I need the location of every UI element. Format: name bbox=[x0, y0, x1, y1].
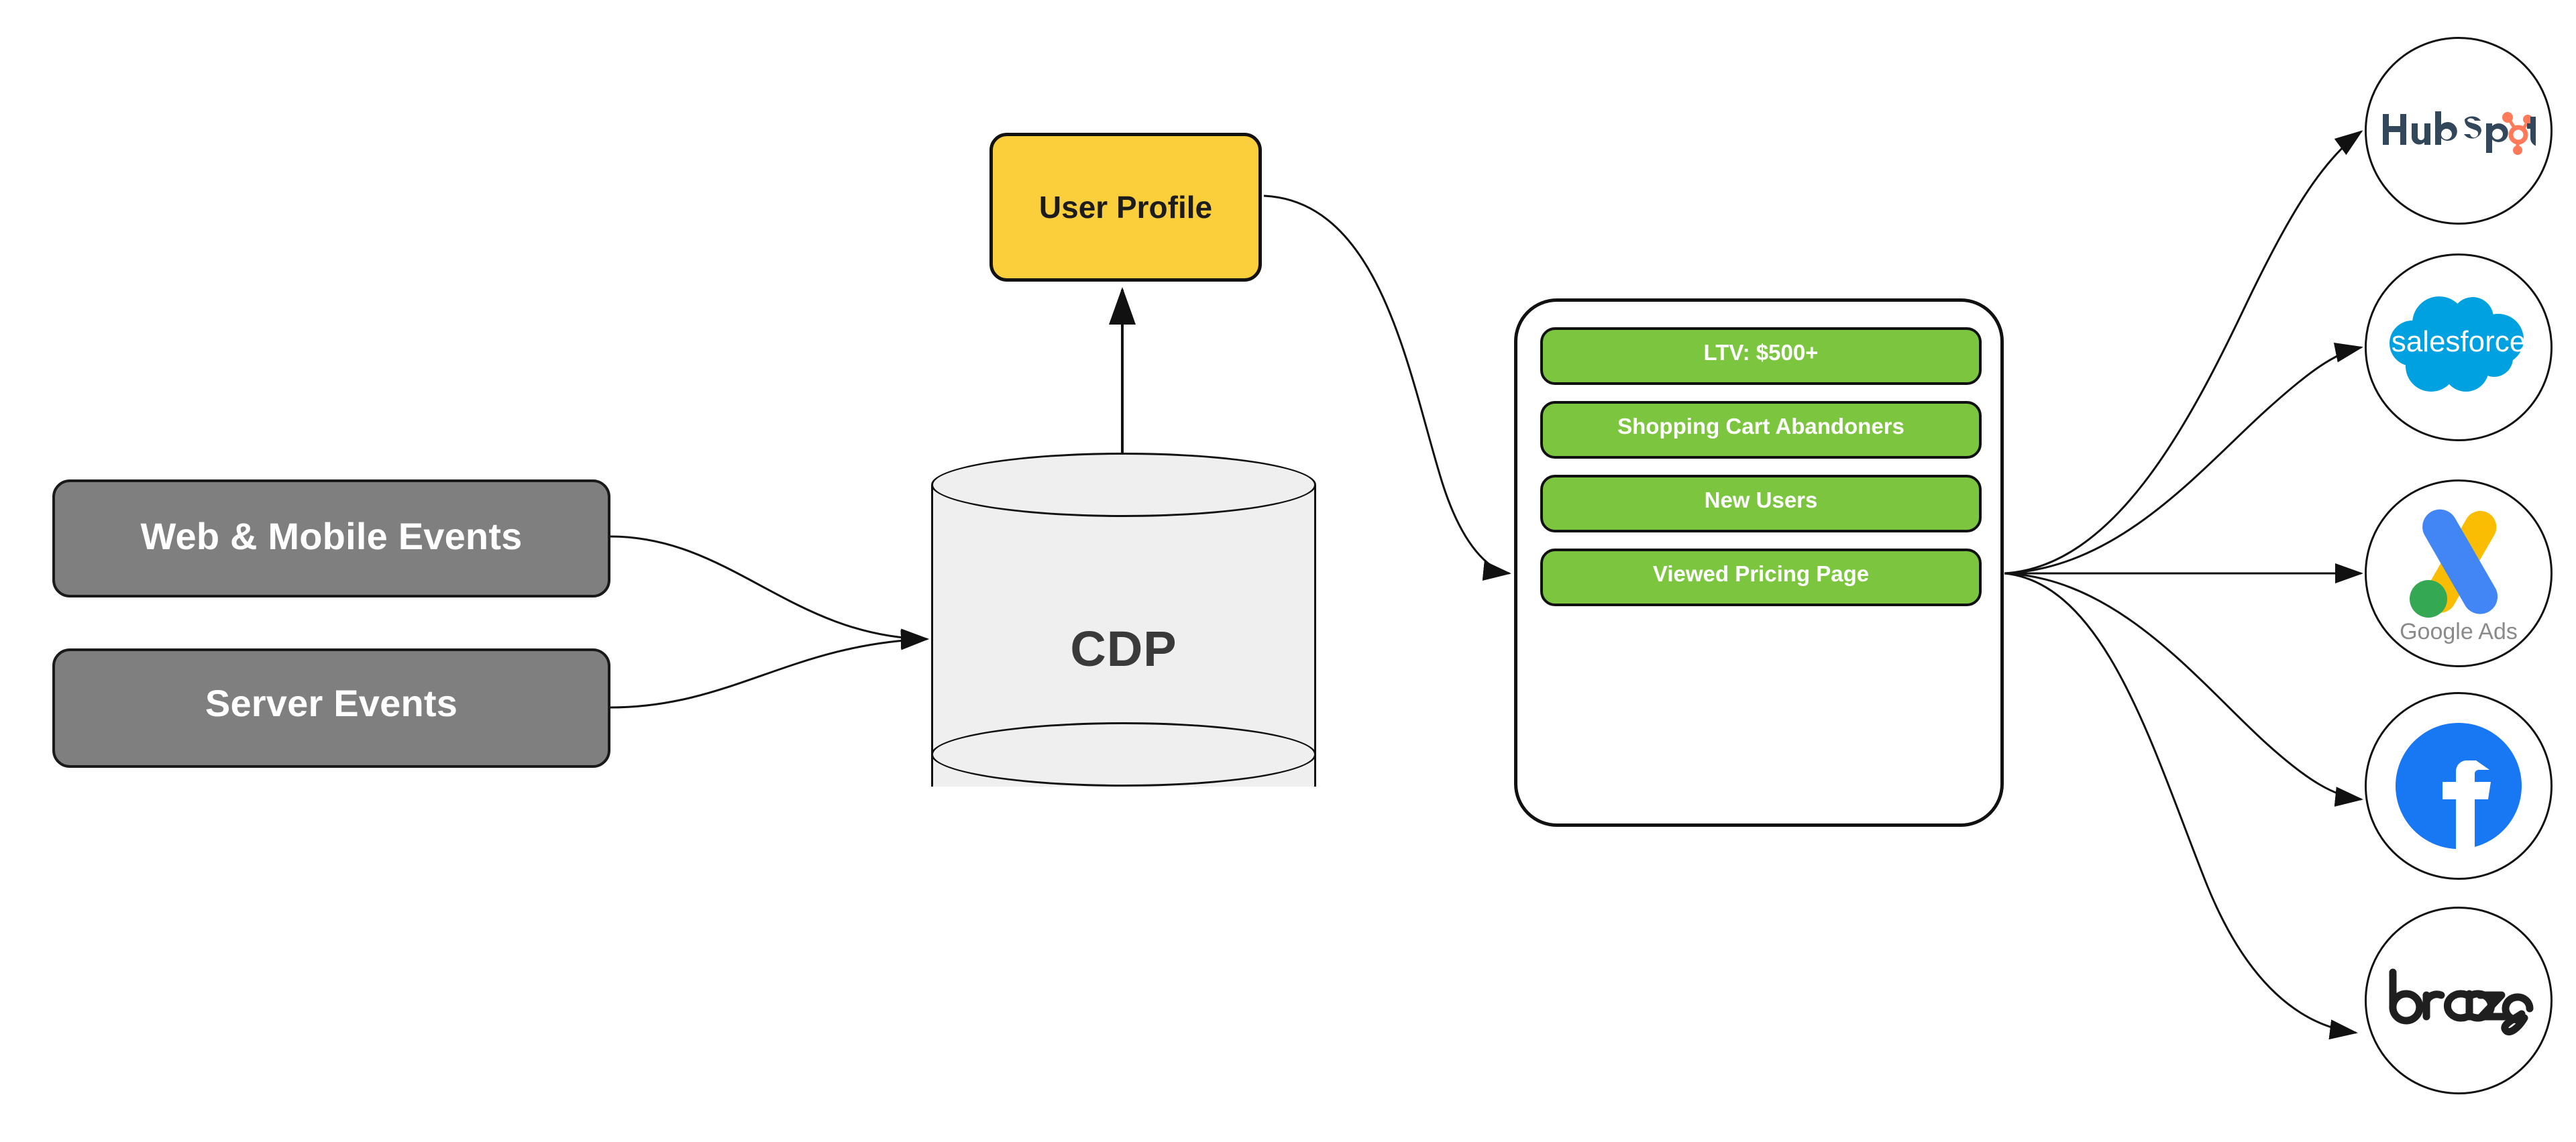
destination-hubspot[interactable]: HubSpot bbox=[2365, 37, 2553, 225]
edge-segments-to-facebook bbox=[2004, 572, 2363, 807]
segment-chip-viewed-pricing-page[interactable]: Viewed Pricing Page bbox=[1540, 549, 1982, 606]
source-box-label: Server Events bbox=[205, 681, 458, 724]
source-box-web-mobile-events[interactable]: Web & Mobile Events bbox=[52, 479, 610, 597]
hubspot-logo-icon bbox=[2383, 111, 2536, 155]
edge-segments-to-hubspot bbox=[2004, 130, 2363, 575]
segment-chip-label: New Users bbox=[1704, 488, 1818, 512]
segment-chip-label: LTV: $500+ bbox=[1703, 340, 1819, 365]
svg-text:salesforce: salesforce bbox=[2392, 325, 2526, 358]
braze-logo-icon bbox=[2389, 968, 2534, 1035]
google-ads-logo-icon: Google Ads bbox=[2400, 509, 2518, 644]
cdp-label: CDP bbox=[1070, 621, 1177, 677]
destination-braze[interactable]: Braze bbox=[2365, 907, 2553, 1094]
facebook-logo-icon bbox=[2396, 723, 2522, 850]
segment-chip-label: Viewed Pricing Page bbox=[1652, 561, 1870, 586]
destination-facebook[interactable]: Facebook bbox=[2365, 692, 2553, 880]
salesforce-cloud-logo-icon: salesforce bbox=[2390, 296, 2526, 392]
svg-text:Google Ads: Google Ads bbox=[2400, 619, 2518, 644]
user-profile-label: User Profile bbox=[1038, 190, 1213, 225]
segment-chip-shopping-cart-abandoners[interactable]: Shopping Cart Abandoners bbox=[1540, 401, 1982, 459]
edge-segments-to-salesforce bbox=[2004, 342, 2363, 575]
cylinder-top-ellipse bbox=[931, 453, 1316, 517]
segment-chip-label: Shopping Cart Abandoners bbox=[1617, 414, 1904, 439]
cylinder-bottom-ellipse bbox=[931, 722, 1316, 787]
source-box-label: Web & Mobile Events bbox=[140, 514, 523, 557]
destination-google-ads[interactable]: Google Ads Google Ads bbox=[2365, 479, 2553, 667]
destination-salesforce[interactable]: salesforce Salesforce bbox=[2365, 253, 2553, 441]
source-box-server-events[interactable]: Server Events bbox=[52, 648, 610, 768]
segment-chip-new-users[interactable]: New Users bbox=[1540, 475, 1982, 532]
edge-web-mobile-to-cdp bbox=[610, 535, 929, 649]
hubspot-sprocket-icon bbox=[2502, 112, 2532, 155]
segment-chip-ltv-500-plus[interactable]: LTV: $500+ bbox=[1540, 327, 1982, 385]
edge-server-to-cdp bbox=[610, 630, 929, 709]
user-profile-box[interactable]: User Profile bbox=[989, 133, 1262, 282]
segments-panel: LTV: $500+ Shopping Cart Abandoners New … bbox=[1514, 298, 2004, 827]
edge-segments-to-braze bbox=[2004, 572, 2358, 1040]
cdp-cylinder[interactable]: CDP bbox=[931, 453, 1316, 819]
